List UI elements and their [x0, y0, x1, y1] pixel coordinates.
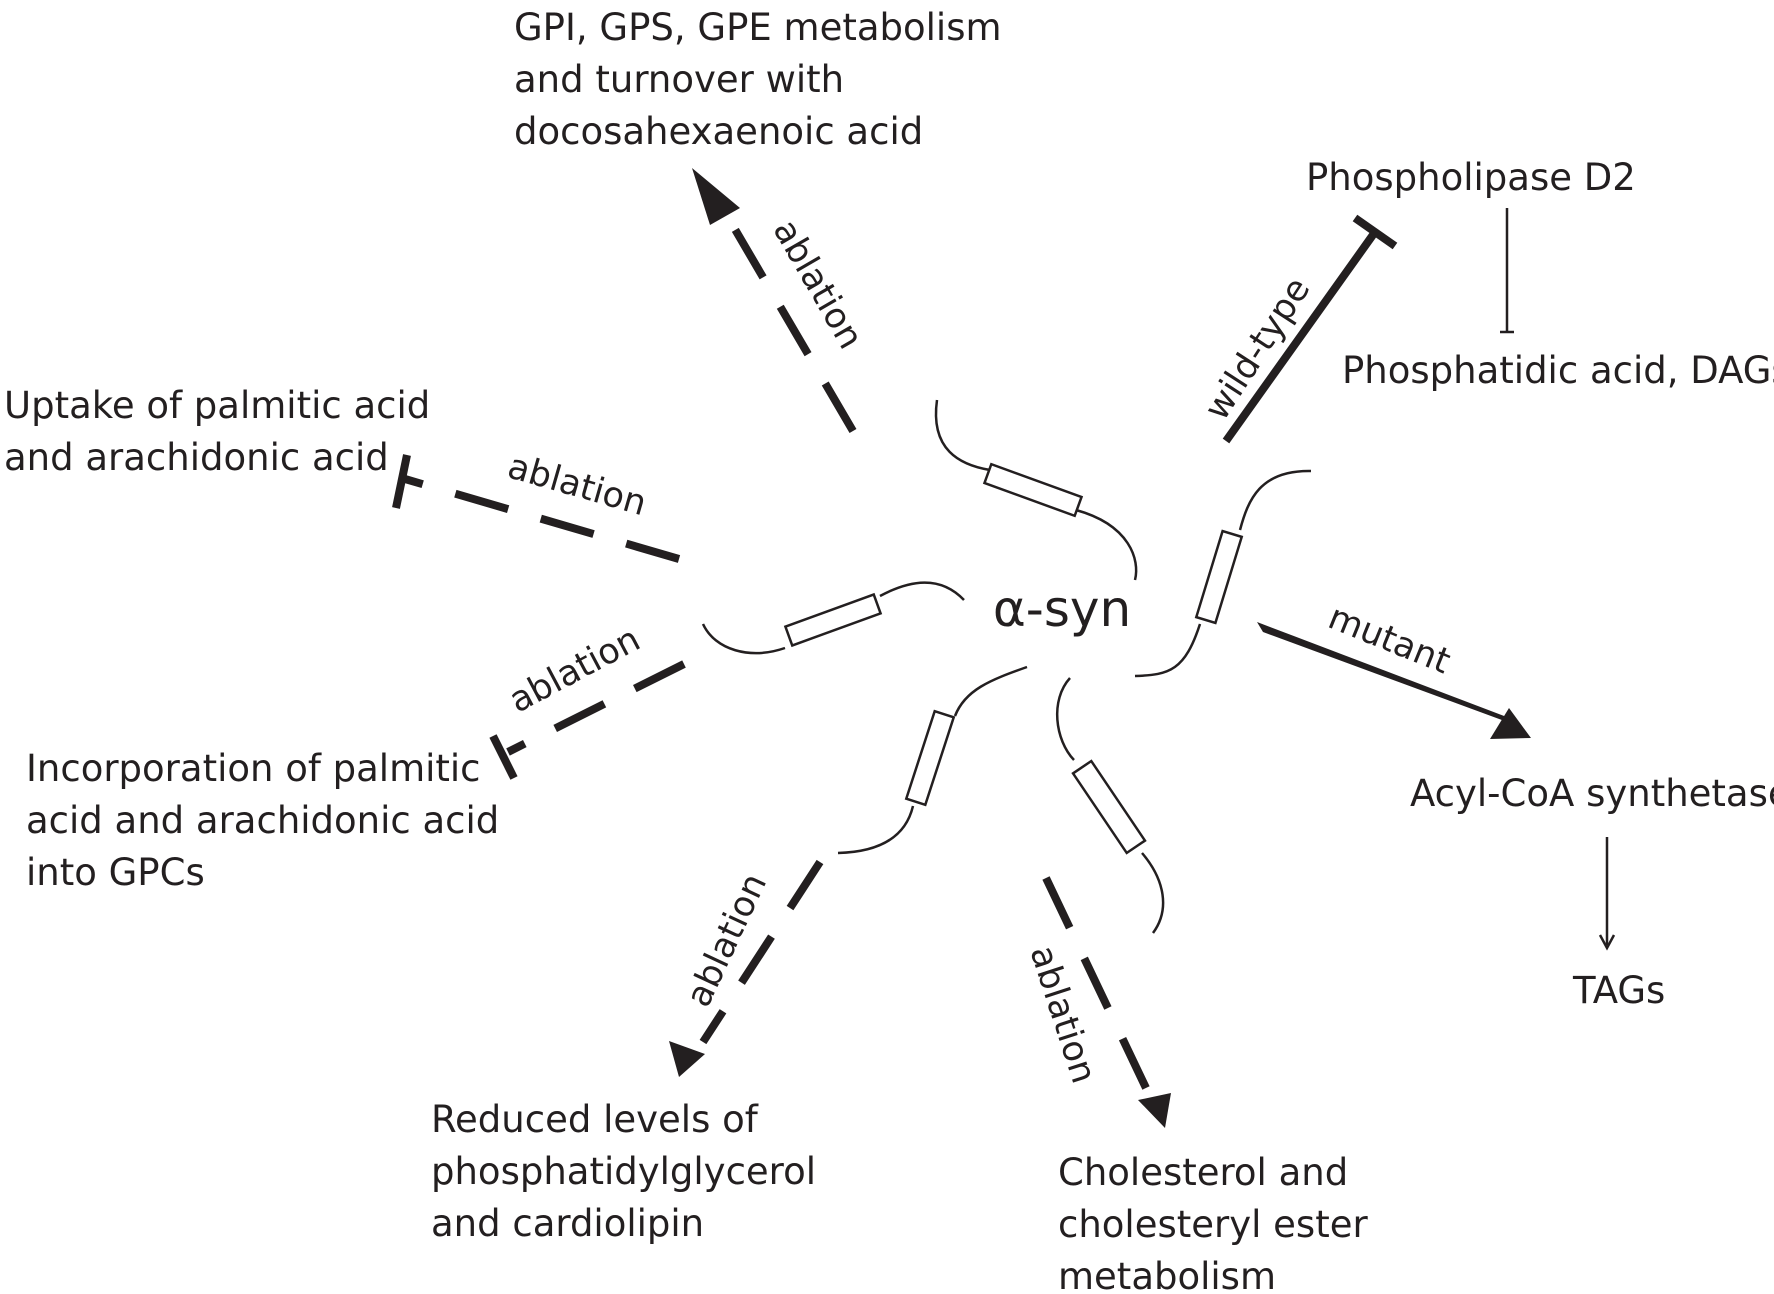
edge-label-ablation: ablation — [1022, 941, 1104, 1088]
edge-to-gpi: ablation — [692, 168, 871, 434]
wedge-line — [1257, 622, 1512, 723]
inhibition-bar — [1352, 214, 1398, 250]
molecule-tail — [1238, 469, 1312, 531]
arrow-head — [1598, 934, 1616, 951]
inhibition-bar — [489, 734, 518, 780]
molecule-tail — [1141, 852, 1165, 934]
alpha-syn-label: α-syn — [993, 580, 1131, 638]
node-tags: TAGs — [1572, 969, 1665, 1012]
edge-label-wild-type: wild-type — [1197, 271, 1318, 428]
arrow-head — [1490, 708, 1531, 739]
edge-label-ablation: ablation — [503, 447, 650, 525]
inhibition-bar — [392, 454, 411, 509]
node-acyl-coa-synthetase: Acyl-CoA synthetase — [1410, 772, 1774, 815]
node-gpi-metabolism: GPI, GPS, GPE metabolism and turnover wi… — [514, 6, 1013, 153]
arrow-head — [669, 1041, 705, 1077]
molecule-tail — [879, 581, 965, 601]
edge-label-ablation: ablation — [679, 868, 775, 1014]
helix-segment — [1071, 759, 1147, 855]
helix-segment — [982, 462, 1084, 518]
edge-line — [403, 475, 681, 563]
molecule-tail — [1075, 508, 1138, 581]
molecule-tail — [953, 665, 1028, 717]
node-reduced-levels: Reduced levels of phosphatidylglycerol a… — [431, 1098, 828, 1245]
molecule-tail — [1056, 677, 1075, 761]
molecule-tail — [934, 399, 991, 472]
edge-to-pld2: wild-type — [1197, 214, 1398, 444]
arrow-head — [1138, 1093, 1171, 1128]
node-incorporation: Incorporation of palmitic acid and arach… — [26, 747, 511, 894]
molecule-tail — [1134, 623, 1202, 678]
node-cholesterol: Cholesterol and cholesteryl ester metabo… — [1058, 1151, 1379, 1294]
node-phospholipase-d2: Phospholipase D2 — [1306, 156, 1636, 199]
arrow-head — [692, 168, 740, 225]
edge-to-reduced: ablation — [669, 859, 824, 1077]
edge-line — [506, 660, 686, 756]
edge-to-acyl: mutant — [1257, 597, 1531, 739]
edge-to-cholesterol: ablation — [1022, 876, 1171, 1128]
helix-segment — [783, 592, 883, 648]
molecule-tail — [837, 805, 915, 855]
helix-segment — [1194, 529, 1244, 625]
edge-label-mutant: mutant — [1323, 597, 1456, 682]
node-uptake: Uptake of palmitic acid and arachidonic … — [4, 384, 442, 479]
edge-line — [1042, 876, 1150, 1090]
edge-to-uptake: ablation — [392, 447, 681, 563]
edge-label-ablation: ablation — [503, 619, 647, 721]
edge-pld2-to-pa — [1500, 208, 1514, 334]
molecule-tail — [701, 623, 786, 655]
edge-line — [715, 199, 857, 434]
edge-line — [1222, 229, 1379, 444]
edge-to-incorporation: ablation — [489, 619, 686, 780]
edge-line — [699, 859, 824, 1045]
edge-acyl-to-tags — [1598, 837, 1616, 951]
alpha-syn-molecule — [701, 399, 1312, 934]
node-phosphatidic-acid: Phosphatidic acid, DAGs — [1342, 349, 1774, 392]
edge-label-ablation: ablation — [765, 213, 871, 356]
helix-segment — [904, 709, 956, 807]
